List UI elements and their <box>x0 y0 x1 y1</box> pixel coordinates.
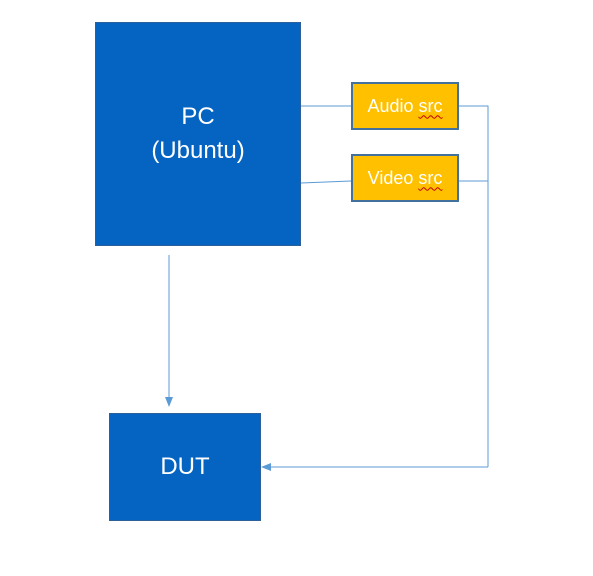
pc-node: PC (Ubuntu) <box>95 22 301 246</box>
pc-node-os: (Ubuntu) <box>151 137 245 164</box>
audio-src-node: Audio src <box>351 82 459 130</box>
video-src-tag: src <box>418 167 443 188</box>
pc-node-title: PC <box>181 103 215 130</box>
audio-src-tag: src <box>418 95 443 116</box>
video-src-name: Video <box>367 167 414 188</box>
dut-node-label: DUT <box>160 453 210 480</box>
dut-node: DUT <box>109 413 261 521</box>
audio-to-bus-connector <box>459 105 489 467</box>
video-src-node: Video src <box>351 154 459 202</box>
audio-src-name: Audio <box>367 95 414 116</box>
pc-to-video-connector <box>300 180 352 184</box>
